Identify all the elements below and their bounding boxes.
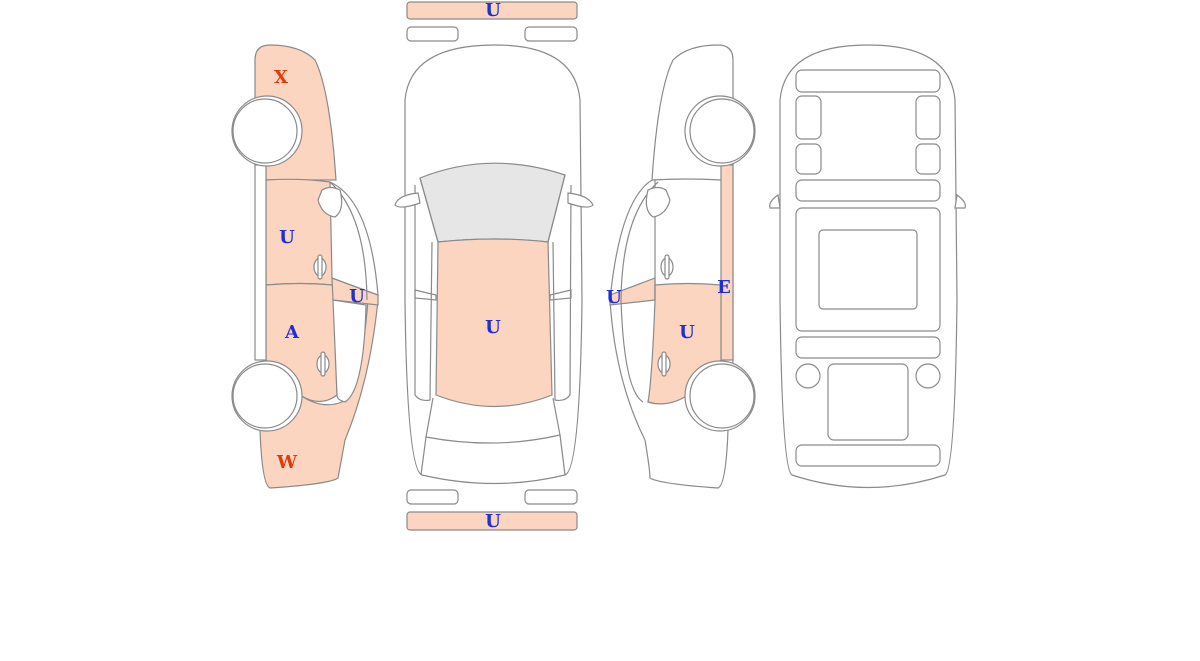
code-left-rear-door: A xyxy=(284,322,300,343)
underbody-cross-member xyxy=(795,179,941,202)
code-right-pillar: E xyxy=(717,277,731,298)
code-right-sill: U xyxy=(606,287,622,308)
right-pillar[interactable] xyxy=(720,164,734,361)
underbody-right-mount xyxy=(915,363,941,389)
left-front-door-handle xyxy=(313,254,327,280)
left-front-tire xyxy=(232,98,298,164)
right-rear-tire xyxy=(689,363,755,429)
right-rear-door-handle xyxy=(657,351,671,377)
top-left-mirror xyxy=(394,192,421,208)
left-rear-tire xyxy=(232,363,298,429)
left-rear-door-handle xyxy=(316,351,330,377)
code-roof: U xyxy=(485,317,501,338)
code-left-rear-quarter: W xyxy=(276,452,298,473)
left-window-area xyxy=(329,181,379,296)
right-side-view: U U E xyxy=(606,44,756,489)
code-left-front-fender: X xyxy=(274,67,288,88)
top-view: U U U xyxy=(394,0,594,532)
underbody-view xyxy=(769,44,966,489)
underbody-rear-panel xyxy=(827,363,909,441)
underbody-rear-cross-member xyxy=(795,336,941,359)
underbody-left-mirror xyxy=(769,193,781,209)
rear-right-lamp xyxy=(524,489,578,505)
right-mirror xyxy=(645,186,671,218)
front-right-lamp xyxy=(524,26,578,42)
underbody-left-mount xyxy=(795,363,821,389)
top-right-mirror xyxy=(567,192,594,208)
left-b-pillar-strip xyxy=(254,164,267,361)
code-left-sill: U xyxy=(349,286,365,307)
front-left-lamp xyxy=(406,26,459,42)
code-right-rear-door: U xyxy=(679,322,695,343)
rear-left-lamp xyxy=(406,489,459,505)
roof-panel[interactable] xyxy=(435,238,553,408)
left-rear-window-area xyxy=(332,299,367,403)
underbody-rear-bar xyxy=(795,444,941,467)
underbody-left-box xyxy=(795,143,822,175)
left-mirror xyxy=(317,186,343,218)
underbody-right-mirror xyxy=(954,193,966,209)
rear-bumper[interactable] xyxy=(406,511,578,531)
underbody-center-panel xyxy=(818,229,918,310)
right-front-door-handle xyxy=(660,254,674,280)
left-side-view: X U U A W xyxy=(231,44,379,489)
code-left-front-door: U xyxy=(279,227,295,248)
underbody-front-right-well xyxy=(915,95,941,140)
code-rear-bumper: U xyxy=(485,511,501,532)
right-front-tire xyxy=(689,98,755,164)
underbody-front-bar xyxy=(795,69,941,93)
code-front-bumper: U xyxy=(485,0,501,21)
underbody-right-box xyxy=(915,143,941,175)
underbody-front-left-well xyxy=(795,95,822,140)
front-bumper[interactable] xyxy=(406,1,578,20)
windshield xyxy=(419,162,566,243)
